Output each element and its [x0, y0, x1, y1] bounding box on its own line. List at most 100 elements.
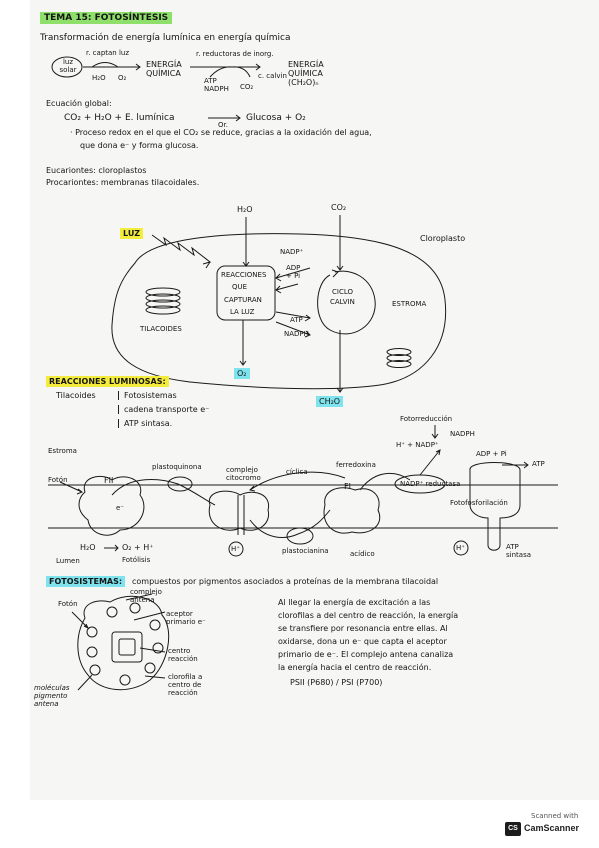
mb-lumen: Lumen — [56, 557, 80, 565]
mb-fi: FI — [344, 482, 351, 491]
adp-arrow — [275, 283, 299, 294]
reacciones-tilacoides: Tilacoides — [56, 391, 96, 400]
mb-o2-h: O₂ + H⁺ — [122, 543, 154, 552]
mb-atp: ATP — [532, 460, 545, 468]
eucariontes-line: Eucariontes: cloroplastos — [46, 166, 147, 175]
psii-shape — [78, 476, 145, 536]
calvin-cycle-circle — [317, 270, 376, 335]
sun-oval — [51, 56, 83, 78]
captan-label: r. captan luz — [86, 49, 130, 57]
cp-reacciones-4: LA LUZ — [230, 308, 255, 316]
intro-o2: O₂ — [118, 74, 127, 82]
ecuacion-left: CO₂ + H₂O + E. lumínica — [64, 113, 175, 123]
cp-tilacoides: TILACOIDES — [140, 325, 182, 333]
camscanner-watermark: Scanned with CS CamScanner — [505, 812, 591, 840]
photon-arrow — [59, 481, 84, 495]
cp-reacciones-1: REACCIONES — [221, 271, 267, 279]
cp-nadph: NADPH — [284, 330, 309, 338]
thylakoid-stack-left — [145, 287, 181, 315]
mb-ciclica: cíclica — [286, 468, 308, 476]
ps-clorofila: clorofila a centro de reacción — [168, 673, 203, 697]
cp-reacciones-2: QUE — [232, 283, 248, 291]
reacciones-title: REACCIONES LUMINOSAS: — [46, 376, 169, 387]
mb-nadph: NADPH — [450, 430, 475, 438]
cp-cloroplasto: Cloroplasto — [420, 234, 466, 243]
mb-h-plus-2: H⁺ — [456, 544, 465, 552]
cp-atp: ATP — [290, 316, 303, 324]
topic-title: TEMA 15: FOTOSÍNTESIS — [40, 12, 173, 24]
reaction-center-box — [111, 631, 143, 663]
cp-reacciones-3: CAPTURAN — [224, 296, 262, 304]
h-plus-circle-2 — [453, 540, 469, 556]
ecuacion-bullet-1: · Proceso redox en el que el CO₂ se redu… — [70, 128, 372, 137]
h2o-arrow — [242, 217, 250, 267]
mb-adp-pi: ADP + Pi — [476, 450, 507, 458]
cytochrome-shape — [208, 490, 270, 531]
psi-shape — [323, 487, 381, 534]
equation-arrow — [208, 114, 241, 122]
cp-luz: LUZ — [120, 228, 144, 239]
mb-foton: Fotón — [48, 476, 68, 484]
reacciones-item-2: cadena transporte e⁻ — [118, 405, 209, 414]
intro-h2o: H₂O — [92, 74, 106, 82]
ps-psii-psi: PSII (P680) / PSI (P700) — [290, 678, 383, 687]
fotosistemas-definition: compuestos por pigmentos asociados a pro… — [132, 577, 439, 586]
ps-text-line-3: se transfiere por resonancia entre ellas… — [278, 624, 448, 633]
intro-subtitle: Transformación de energía lumínica en en… — [40, 33, 291, 43]
cyclic-arrow — [248, 471, 346, 492]
energia-quimica-1: ENERGÍA QUÍMICA — [146, 60, 182, 78]
cp-nadp: NADP⁺ — [280, 248, 304, 256]
mb-atp-sintasa: ATP sintasa — [506, 543, 531, 559]
mb-fotofosforilacion: Fotofosforilación — [450, 499, 508, 507]
ps-text-line-2: clorofilas a del centro de reacción, la … — [278, 611, 459, 620]
ps-text-line-1: Al llegar la energía de excitación a las — [278, 598, 431, 607]
ch2o-arrow — [336, 330, 344, 393]
co2-arrow — [336, 215, 344, 271]
camscanner-brand: CamScanner — [524, 823, 580, 833]
plastocyanin-oval — [286, 527, 314, 545]
mb-complejo-citocromo: complejo citocromo — [226, 466, 261, 482]
ps-text-line-4: oxidarse, dona un e⁻ que capta el acepto… — [278, 637, 447, 646]
energia-quimica-2: ENERGÍA QUÍMICA (CH₂O)ₙ — [288, 60, 324, 87]
mb-fotorreduccion: Fotorreducción — [400, 415, 453, 423]
mb-h-nadp: H⁺ + NADP⁺ — [396, 441, 439, 449]
ecuacion-arrow-label: Or. — [218, 121, 228, 129]
cp-co2: CO₂ — [331, 203, 347, 212]
ecuacion-bullet-2: que dona e⁻ y forma glucosa. — [80, 141, 199, 150]
cp-estroma: ESTROMA — [392, 300, 427, 308]
intro-arc-2 — [209, 66, 251, 78]
photosystem-outline — [77, 595, 170, 691]
mb-estroma: Estroma — [48, 447, 77, 455]
procariontes-line: Procariontes: membranas tilacoidales. — [46, 178, 200, 187]
atp-arrow — [275, 311, 311, 322]
ps-centro-reaccion: centro reacción — [168, 647, 198, 663]
mb-h-plus-1: H⁺ — [231, 545, 240, 553]
o2-arrow — [239, 320, 247, 366]
cp-h2o: H₂O — [237, 205, 253, 214]
ps-foton: Fotón — [58, 600, 78, 608]
mb-fii: FII — [104, 476, 114, 485]
ecuacion-right: Glucosa + O₂ — [246, 113, 306, 123]
ps-text-line-6: la energía hacia el centro de reacción. — [278, 663, 432, 672]
camscanner-logo-icon: CS — [505, 822, 521, 836]
reacciones-item-3: ATP sintasa. — [118, 419, 172, 428]
ecuacion-label: Ecuación global: — [46, 99, 112, 108]
cp-ciclo: CICLO — [332, 288, 353, 296]
intro-arc-1 — [91, 62, 119, 68]
cp-calvin: CALVIN — [330, 298, 355, 306]
mb-electron: e⁻ — [116, 504, 125, 512]
nadp-arrow — [275, 267, 311, 282]
cp-adp-pi: ADP + Pi — [286, 264, 301, 280]
mb-plastocianina: plastocianina — [282, 547, 329, 555]
water-split-arrow — [104, 544, 119, 552]
c-calvin-label: c. calvin — [258, 72, 287, 80]
mb-acidico: acídico — [350, 550, 375, 558]
mb-fotolisis: Fotólisis — [122, 556, 151, 564]
luz-solar-label: luz solar — [59, 58, 77, 74]
ps-text-line-5: primario de e⁻. El complejo antena canal… — [278, 650, 454, 659]
atp-synthase-shape — [469, 462, 521, 551]
intro-co2: CO₂ — [240, 83, 254, 91]
ps-photon-line — [71, 611, 90, 630]
light-zigzag — [151, 234, 212, 269]
mb-plastoquinona: plastoquinona — [152, 463, 202, 471]
